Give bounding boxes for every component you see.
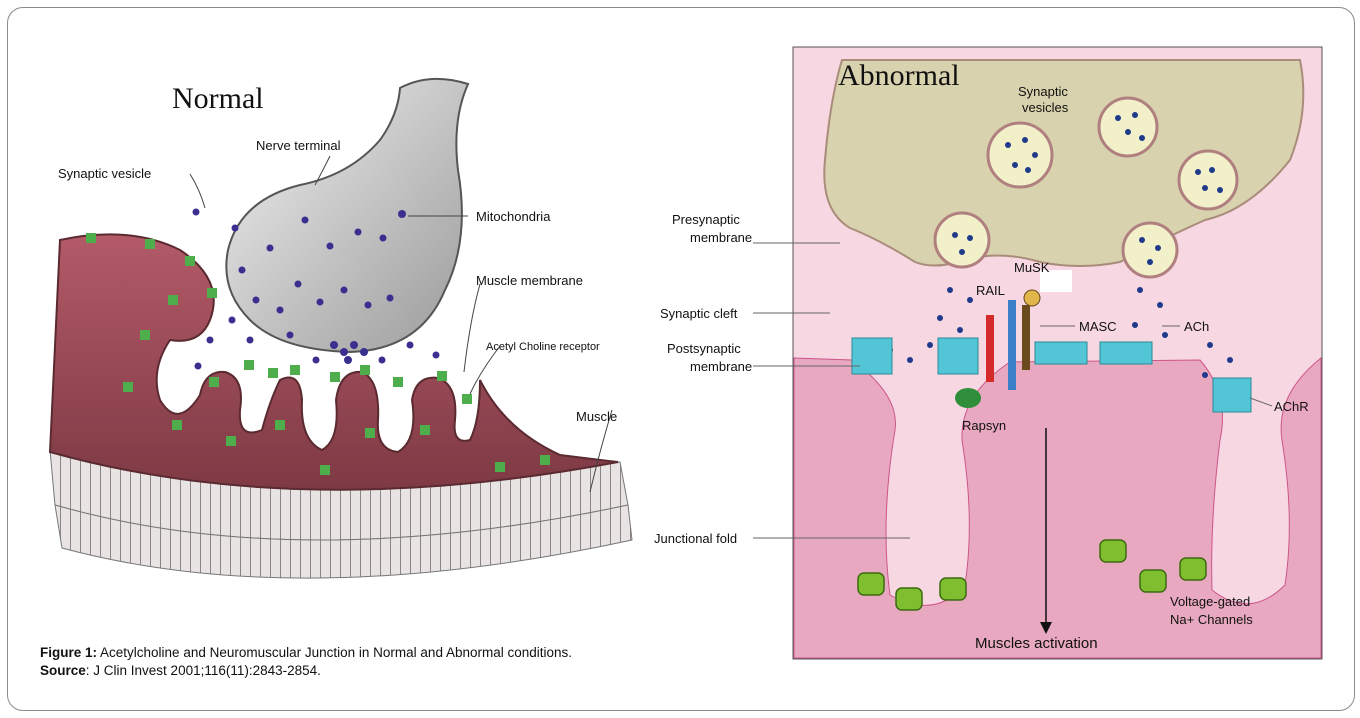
label-presynaptic-line1: Presynaptic bbox=[672, 212, 740, 227]
label-vgsc-line2: Na+ Channels bbox=[1170, 612, 1253, 627]
caption-figure-label: Figure 1: bbox=[40, 645, 97, 660]
nerve-terminal bbox=[226, 79, 468, 352]
rapsyn-protein bbox=[955, 388, 981, 408]
label-acetyl-choline-receptor: Acetyl Choline receptor bbox=[486, 341, 600, 353]
caption-figure-text: Acetylcholine and Neuromuscular Junction… bbox=[97, 645, 572, 660]
label-synaptic-vesicles-line1: Synaptic bbox=[1018, 84, 1068, 99]
normal-panel: Normal Nerve terminal Synaptic vesicle M… bbox=[50, 79, 632, 578]
label-nerve-terminal: Nerve terminal bbox=[256, 138, 341, 153]
caption-source-label: Source bbox=[40, 663, 86, 678]
label-masc: MASC bbox=[1079, 319, 1117, 334]
normal-title: Normal bbox=[172, 82, 264, 115]
label-synaptic-vesicle: Synaptic vesicle bbox=[58, 166, 151, 181]
label-muscles-activation: Muscles activation bbox=[975, 635, 1098, 652]
label-postsynaptic-line2: membrane bbox=[690, 359, 752, 374]
label-musk: MuSK bbox=[1014, 260, 1050, 275]
caption-figure-line: Figure 1: Acetylcholine and Neuromuscula… bbox=[40, 644, 572, 662]
abnormal-title: Abnormal bbox=[838, 59, 960, 92]
label-mitochondria: Mitochondria bbox=[476, 209, 551, 224]
label-rapsyn: Rapsyn bbox=[962, 418, 1006, 433]
label-postsynaptic-line1: Postsynaptic bbox=[667, 341, 741, 356]
label-synaptic-cleft: Synaptic cleft bbox=[660, 306, 738, 321]
label-vgsc-line1: Voltage-gated bbox=[1170, 594, 1250, 609]
label-muscle-membrane: Muscle membrane bbox=[476, 273, 583, 288]
masc-ligand bbox=[1024, 290, 1040, 306]
label-ach: ACh bbox=[1184, 319, 1209, 334]
abnormal-panel: Abnormal Synaptic vesicles Presynaptic m… bbox=[654, 47, 1322, 659]
label-rail: RAIL bbox=[976, 283, 1005, 298]
caption-source-line: Source: J Clin Invest 2001;116(11):2843-… bbox=[40, 662, 572, 680]
caption-source-text: : J Clin Invest 2001;116(11):2843-2854. bbox=[86, 663, 321, 678]
label-presynaptic-line2: membrane bbox=[690, 230, 752, 245]
label-junctional-fold: Junctional fold bbox=[654, 531, 737, 546]
label-muscle: Muscle bbox=[576, 409, 617, 424]
label-synaptic-vesicles-line2: vesicles bbox=[1022, 100, 1069, 115]
figure-caption: Figure 1: Acetylcholine and Neuromuscula… bbox=[40, 644, 572, 680]
label-achr: AChR bbox=[1274, 399, 1309, 414]
